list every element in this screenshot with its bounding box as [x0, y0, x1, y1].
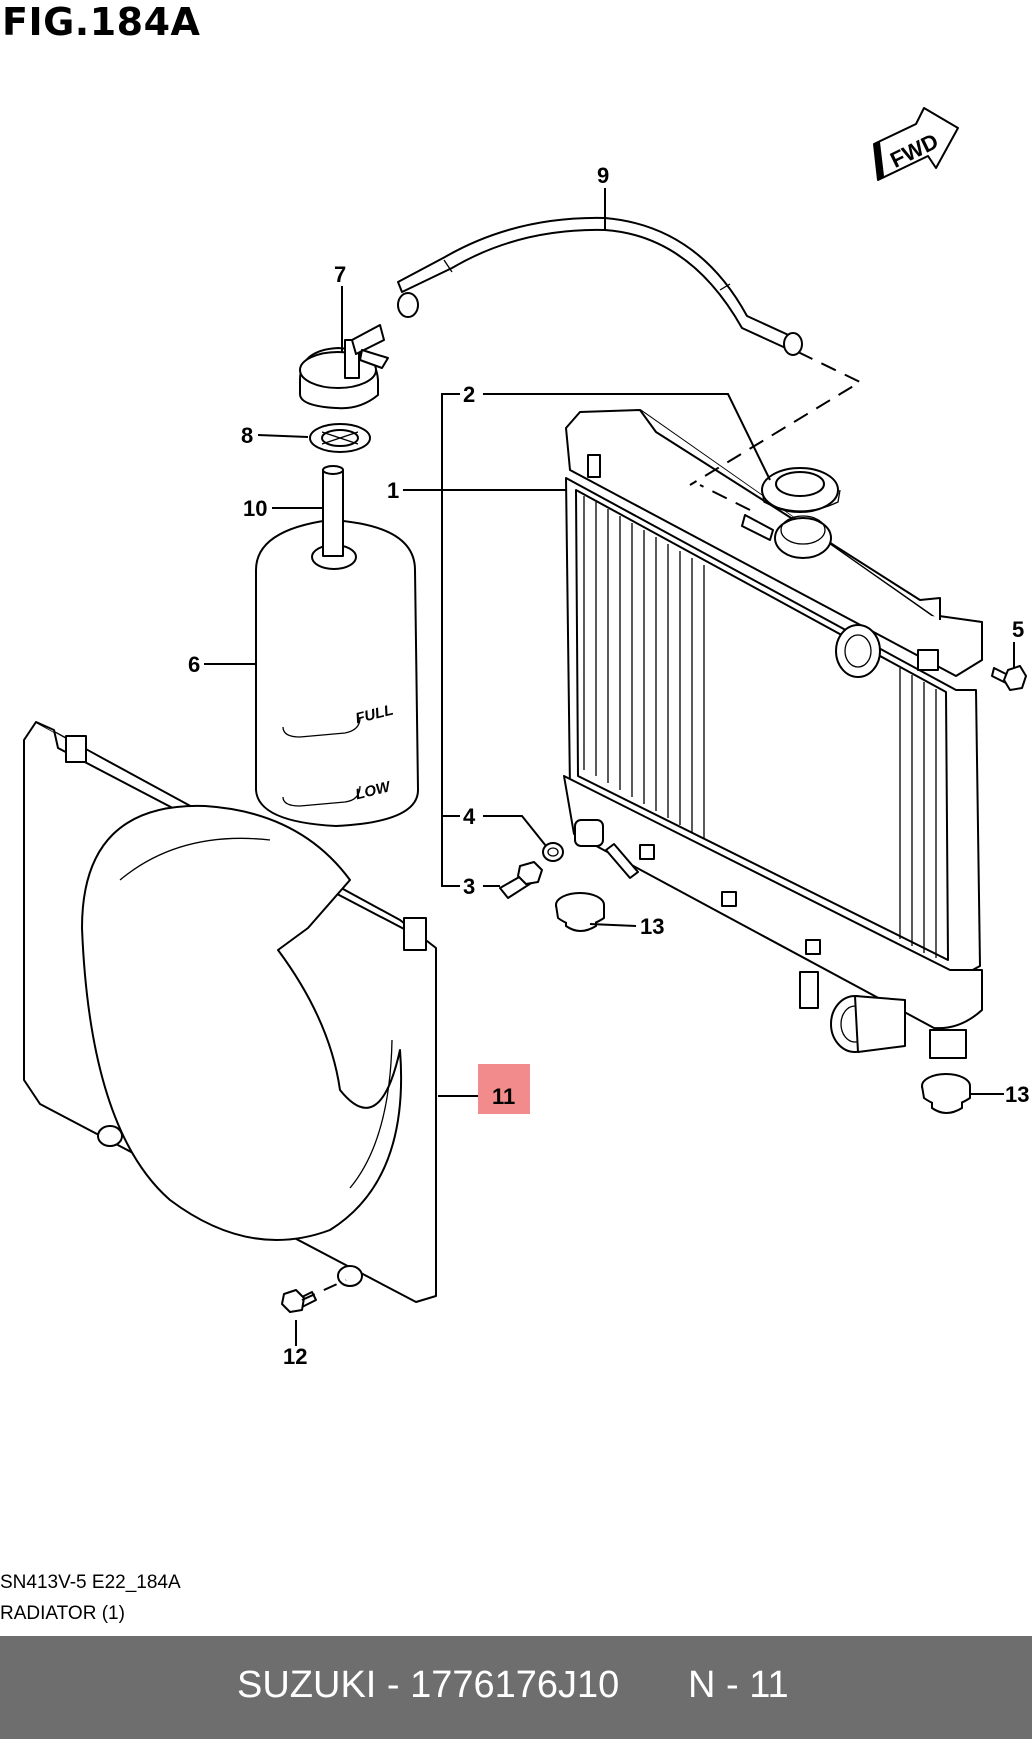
callout-11: 11 [492, 1084, 515, 1109]
callout-13-b: 13 [1005, 1082, 1029, 1107]
callout-5: 5 [1012, 617, 1024, 642]
part-10-filler-neck [322, 465, 344, 557]
callout-1: 1 [387, 478, 399, 503]
radiator-exploded-diagram: FWD FULL LOW [23, 107, 1029, 1369]
part-13-mount-cushion-a [555, 892, 605, 932]
figure-title: FIG.184A [2, 0, 201, 44]
part-4-o-ring [542, 842, 564, 862]
part-13-mount-cushion-b [921, 1073, 971, 1114]
callout-10: 10 [243, 496, 267, 521]
callout-4: 4 [463, 804, 476, 829]
part-7-reservoir-cap [299, 324, 389, 410]
part-5-bolt [991, 665, 1027, 691]
callout-3: 3 [463, 874, 475, 899]
part-12-bolt [281, 1289, 317, 1313]
part-3-drain-plug [499, 861, 543, 899]
part-9-hose [397, 216, 803, 356]
part-2-radiator-cap [761, 467, 841, 513]
leader-lines [204, 188, 1015, 1346]
callout-11-highlight [478, 1064, 530, 1114]
part-11-fan-shroud [23, 721, 437, 1303]
footer-bar: SUZUKI - 1776176J10 N - 11 [0, 1636, 1032, 1739]
callout-7: 7 [334, 262, 346, 287]
part-8-gasket [309, 423, 371, 453]
part-1-radiator [563, 409, 983, 1059]
callout-6: 6 [188, 652, 200, 677]
fwd-arrow-icon: FWD [873, 107, 959, 181]
footer-page-reference: N - 11 [688, 1664, 789, 1706]
diagram-code: SN413V-5 E22_184A [0, 1572, 181, 1593]
callout-8: 8 [241, 423, 253, 448]
callout-13-a: 13 [640, 914, 664, 939]
part-6-reservoir-tank: FULL LOW [255, 519, 419, 827]
callout-12: 12 [283, 1344, 307, 1369]
callout-9: 9 [597, 163, 609, 188]
diagram-caption: RADIATOR (1) [0, 1603, 125, 1624]
footer-brand-part-number: SUZUKI - 1776176J10 [237, 1664, 620, 1706]
callout-2: 2 [463, 382, 475, 407]
